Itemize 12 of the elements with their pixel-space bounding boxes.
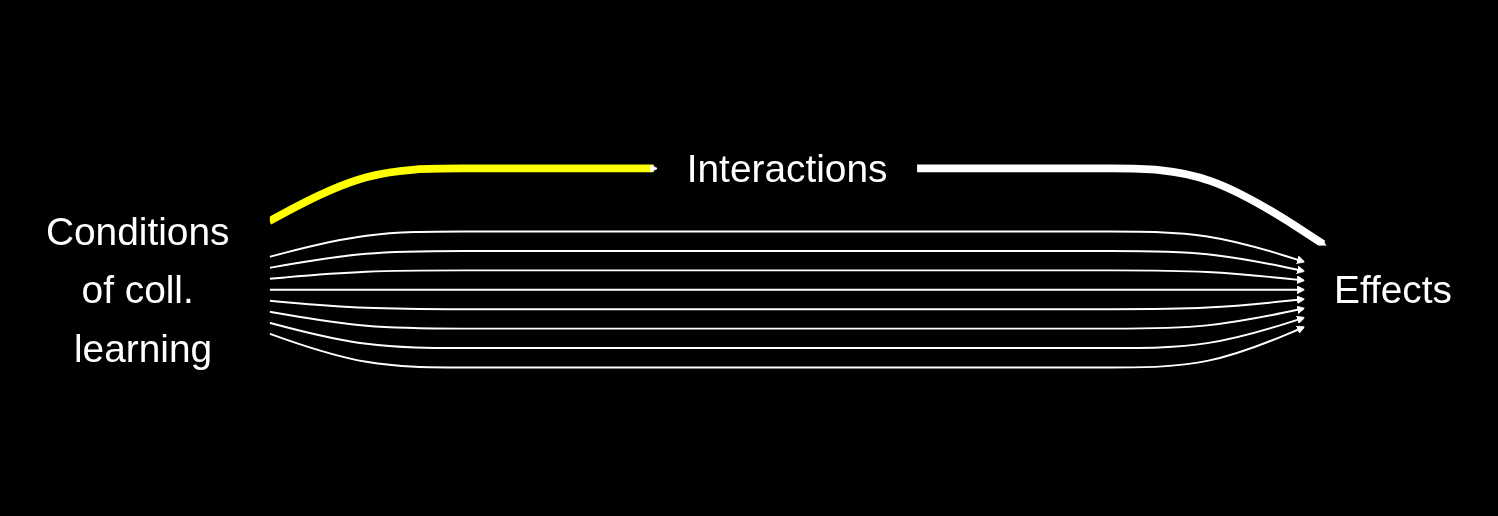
node-text: Effects <box>1334 268 1453 311</box>
node-text: Conditions of coll. learning <box>45 209 230 370</box>
arrow <box>268 325 1306 369</box>
arrow <box>268 249 1306 274</box>
arrow <box>268 269 1306 284</box>
arrow <box>268 315 1306 349</box>
arrow <box>916 164 1327 247</box>
arrow <box>268 295 1306 310</box>
arrow <box>268 305 1306 330</box>
node-text: Interactions <box>686 146 888 190</box>
arrow <box>268 230 1306 264</box>
arrow <box>268 285 1306 294</box>
